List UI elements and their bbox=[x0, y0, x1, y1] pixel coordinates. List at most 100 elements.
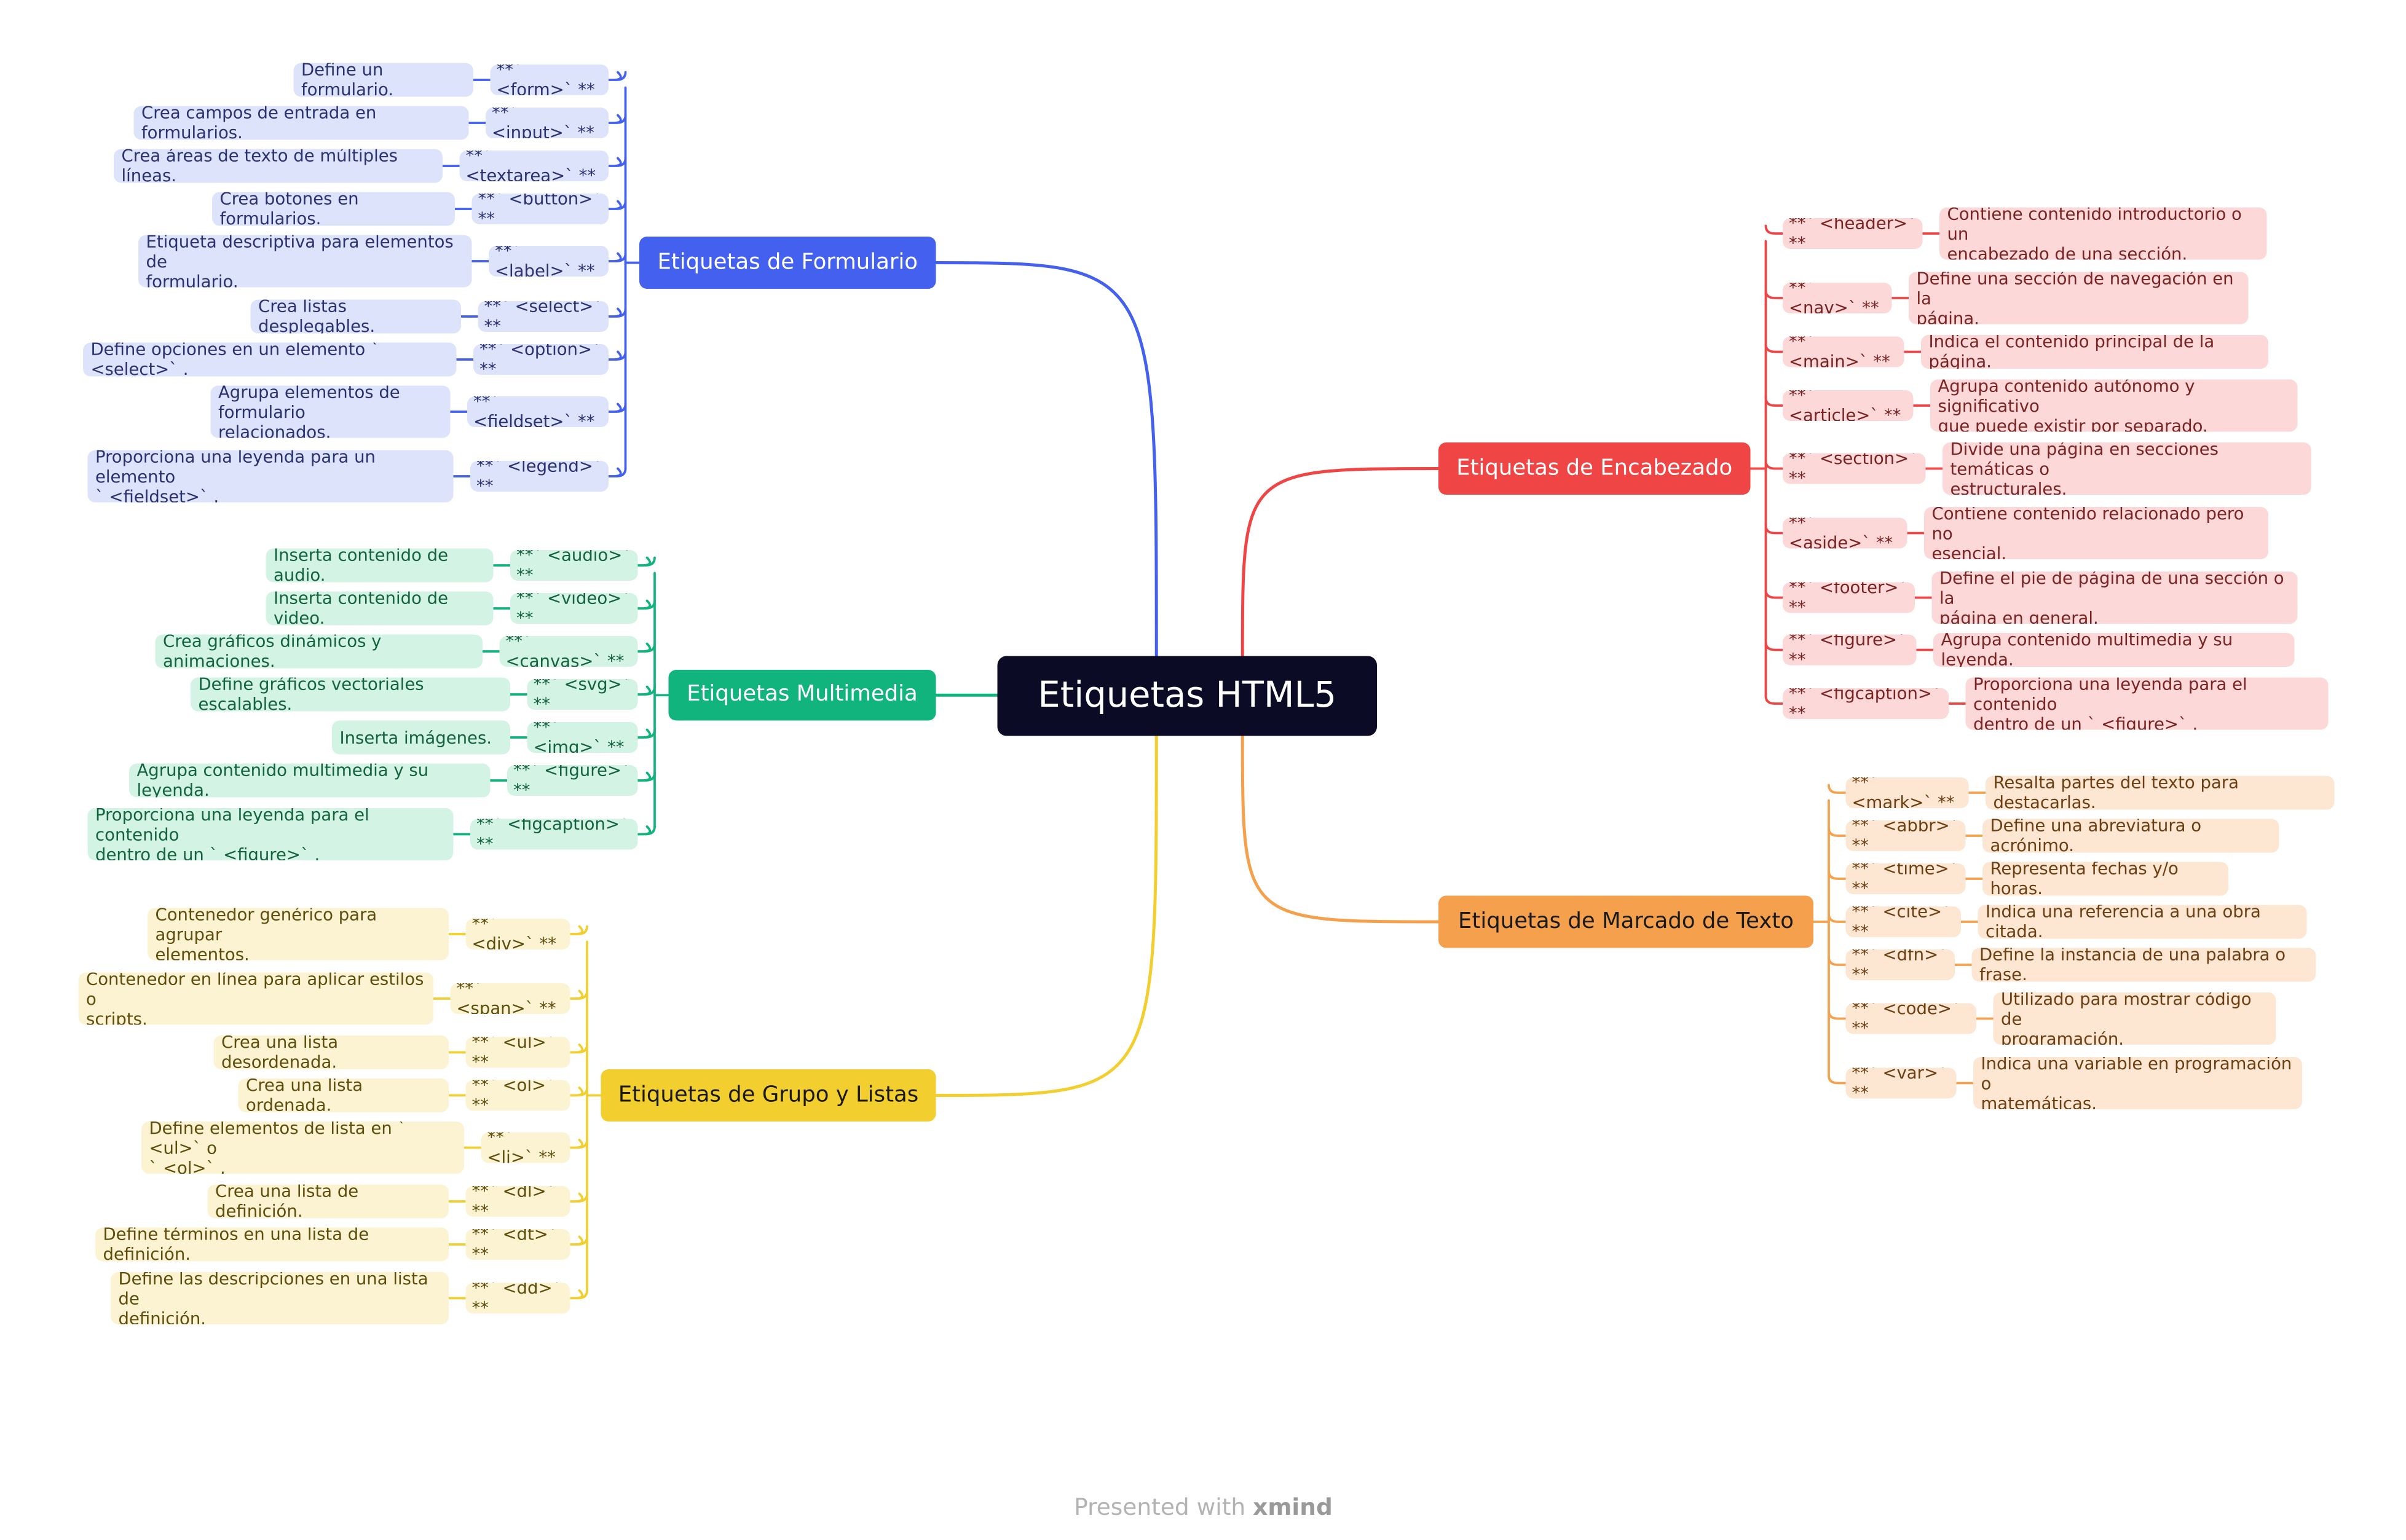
description-node[interactable]: Define elementos de lista en ` <ul>` o `… bbox=[141, 1122, 464, 1174]
description-node[interactable]: Indica una variable en programación o ma… bbox=[1973, 1057, 2302, 1109]
xmind-logo: xmind bbox=[1253, 1493, 1333, 1521]
tag-node[interactable]: **` <textarea>` ** bbox=[459, 151, 609, 181]
tag-node[interactable]: **` <header>` ** bbox=[1783, 218, 1923, 249]
description-node[interactable]: Crea una lista de definición. bbox=[207, 1184, 449, 1219]
tag-node[interactable]: **` <section>` ** bbox=[1783, 453, 1926, 484]
tag-node[interactable]: **` <mark>` ** bbox=[1845, 777, 1969, 808]
tag-node[interactable]: **` <ol>` ** bbox=[465, 1080, 570, 1111]
tag-node[interactable]: **` <button>` ** bbox=[471, 194, 609, 224]
description-node[interactable]: Resalta partes del texto para destacarla… bbox=[1986, 776, 2335, 810]
tag-node[interactable]: **` <abbr>` ** bbox=[1845, 820, 1966, 851]
tag-node[interactable]: **` <dl>` ** bbox=[465, 1186, 570, 1217]
description-node[interactable]: Contenedor genérico para agrupar element… bbox=[148, 908, 449, 961]
tag-node[interactable]: **` <figure>` ** bbox=[1783, 634, 1917, 666]
tag-node[interactable]: **` <var>` ** bbox=[1845, 1067, 1957, 1099]
description-node[interactable]: Agrupa elementos de formulario relaciona… bbox=[210, 385, 451, 438]
description-node[interactable]: Define una sección de navegación en la p… bbox=[1909, 272, 2249, 324]
tag-node[interactable]: **` <time>` ** bbox=[1845, 863, 1966, 894]
tag-node[interactable]: **` <footer>` ** bbox=[1783, 582, 1915, 613]
description-node[interactable]: Crea campos de entrada en formularios. bbox=[133, 106, 469, 140]
description-node[interactable]: Crea una lista desordenada. bbox=[213, 1035, 449, 1069]
description-node[interactable]: Divide una página en secciones temáticas… bbox=[1943, 442, 2311, 495]
description-node[interactable]: Etiqueta descriptiva para elementos de f… bbox=[138, 235, 472, 288]
connector-encabezado bbox=[1240, 467, 1440, 658]
tag-node[interactable]: **` <input>` ** bbox=[486, 108, 609, 138]
tag-node[interactable]: **` <article>` ** bbox=[1783, 390, 1914, 421]
leaf-curve bbox=[577, 1139, 588, 1149]
tag-node[interactable]: **` <select>` ** bbox=[478, 301, 609, 332]
tag-node[interactable]: **` <ul>` ** bbox=[465, 1037, 570, 1068]
description-node[interactable]: Indica el contenido principal de la pági… bbox=[1921, 335, 2268, 369]
tag-node[interactable]: **` <figure>` ** bbox=[507, 765, 638, 796]
description-node[interactable]: Define una abreviatura o acrónimo. bbox=[1982, 819, 2279, 853]
connector-marcado bbox=[1240, 734, 1440, 924]
tag-node[interactable]: **` <figcaption>` ** bbox=[470, 819, 638, 850]
tag-node[interactable]: **` <span>` ** bbox=[450, 983, 570, 1014]
tag-node[interactable]: **` <code>` ** bbox=[1845, 1003, 1976, 1034]
description-node[interactable]: Proporciona una leyenda para el contenid… bbox=[87, 808, 454, 860]
tag-node[interactable]: **` <audio>` ** bbox=[510, 550, 638, 581]
tag-node[interactable]: **` <img>` ** bbox=[527, 722, 638, 753]
leaf-link bbox=[1828, 956, 1847, 966]
description-node[interactable]: Define un formulario. bbox=[293, 63, 473, 97]
tag-node[interactable]: **` <figcaption>` ** bbox=[1783, 688, 1949, 719]
leaf-curve bbox=[577, 1086, 588, 1097]
tag-node[interactable]: **` <option>` ** bbox=[473, 344, 609, 375]
description-node[interactable]: Crea listas desplegables. bbox=[250, 299, 461, 334]
description-node[interactable]: Crea botones en formularios. bbox=[212, 192, 455, 226]
description-node[interactable]: Agrupa contenido autónomo y significativ… bbox=[1930, 379, 2298, 432]
description-node[interactable]: Utilizado para mostrar código de program… bbox=[1993, 992, 2276, 1045]
leaf-curve bbox=[644, 642, 656, 653]
description-node[interactable]: Define gráficos vectoriales escalables. bbox=[191, 677, 510, 712]
branch-encabezado[interactable]: Etiquetas de Encabezado bbox=[1438, 442, 1751, 495]
branch-marcado[interactable]: Etiquetas de Marcado de Texto bbox=[1438, 895, 1813, 948]
description-node[interactable]: Inserta contenido de audio. bbox=[266, 548, 494, 583]
tag-node[interactable]: **` <canvas>` ** bbox=[499, 636, 638, 667]
description-node[interactable]: Contenedor en línea para aplicar estilos… bbox=[78, 972, 433, 1025]
tag-node[interactable]: **` <video>` ** bbox=[510, 593, 638, 624]
description-node[interactable]: Define términos en una lista de definici… bbox=[95, 1227, 449, 1262]
description-node[interactable]: Proporciona una leyenda para un elemento… bbox=[87, 450, 454, 503]
description-node[interactable]: Crea gráficos dinámicos y animaciones. bbox=[155, 634, 483, 669]
branch-grupo[interactable]: Etiquetas de Grupo y Listas bbox=[601, 1069, 936, 1122]
leaf-link bbox=[1764, 289, 1784, 299]
tag-node[interactable]: **` <legend>` ** bbox=[470, 461, 609, 492]
tag-node[interactable]: **` <aside>` ** bbox=[1783, 517, 1907, 549]
description-node[interactable]: Define las descripciones en una lista de… bbox=[111, 1272, 449, 1324]
leaf-link bbox=[1764, 460, 1784, 470]
description-node[interactable]: Define el pie de página de una sección o… bbox=[1931, 572, 2298, 624]
description-node[interactable]: Indica una referencia a una obra citada. bbox=[1978, 905, 2307, 939]
description-node[interactable]: Proporciona una leyenda para el contenid… bbox=[1965, 677, 2329, 730]
tag-node[interactable]: **` <div>` ** bbox=[465, 919, 570, 949]
tag-node[interactable]: **` <dd>` ** bbox=[465, 1283, 570, 1314]
description-node[interactable]: Contiene contenido relacionado pero no e… bbox=[1924, 507, 2268, 559]
tag-node[interactable]: **` <main>` ** bbox=[1783, 336, 1904, 367]
tag-node[interactable]: **` <dt>` ** bbox=[465, 1229, 570, 1260]
tag-node[interactable]: **` <svg>` ** bbox=[527, 679, 638, 710]
description-node[interactable]: Crea una lista ordenada. bbox=[238, 1078, 449, 1112]
description-node[interactable]: Agrupa contenido multimedia y su leyenda… bbox=[1933, 633, 2295, 667]
description-node[interactable]: Inserta contenido de video. bbox=[266, 591, 494, 626]
tag-node[interactable]: **` <nav>` ** bbox=[1783, 283, 1892, 313]
leaf-curve bbox=[644, 599, 656, 610]
description-node[interactable]: Define la instancia de una palabra o fra… bbox=[1971, 948, 2316, 982]
description-node[interactable]: Define opciones en un elemento ` <select… bbox=[83, 342, 457, 377]
description-node[interactable]: Representa fechas y/o horas. bbox=[1982, 862, 2228, 896]
description-node[interactable]: Contiene contenido introductorio o un en… bbox=[1939, 207, 2267, 260]
root-topic[interactable]: Etiquetas HTML5 bbox=[997, 656, 1377, 736]
tag-node[interactable]: **` <fieldset>` ** bbox=[467, 396, 609, 427]
leaf-curve bbox=[615, 200, 627, 210]
tag-node[interactable]: **` <cite>` ** bbox=[1845, 906, 1961, 937]
tag-node[interactable]: **` <label>` ** bbox=[489, 246, 609, 277]
tag-node[interactable]: **` <form>` ** bbox=[490, 65, 609, 95]
branch-formulario[interactable]: Etiquetas de Formulario bbox=[639, 237, 936, 289]
description-node[interactable]: Crea áreas de texto de múltiples líneas. bbox=[114, 149, 443, 183]
description-node[interactable]: Agrupa contenido multimedia y su leyenda… bbox=[129, 763, 491, 798]
description-node[interactable]: Inserta imágenes. bbox=[332, 720, 510, 755]
leaf-curve bbox=[615, 403, 627, 413]
branch-multimedia[interactable]: Etiquetas Multimedia bbox=[668, 670, 936, 721]
tag-node[interactable]: **` <li>` ** bbox=[481, 1132, 570, 1163]
leaf-curve bbox=[577, 1289, 588, 1300]
tag-node[interactable]: **` <dfn>` ** bbox=[1845, 949, 1955, 980]
